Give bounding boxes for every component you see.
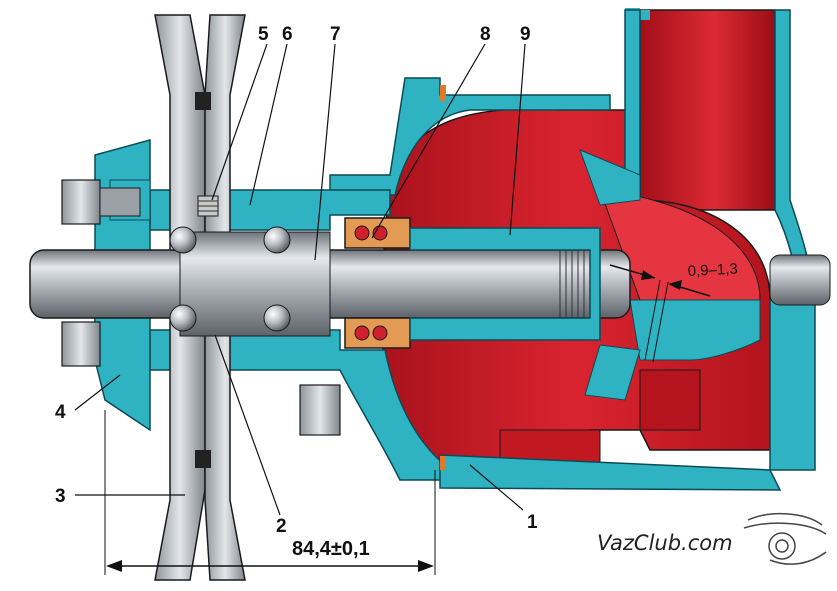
car-logo-icon <box>743 512 827 565</box>
set-screw <box>197 195 219 217</box>
rear-shaft-stub <box>769 254 831 306</box>
shaft <box>29 231 631 337</box>
callout-7: 7 <box>330 24 341 45</box>
gap-dimension: 0,9–1,3 <box>609 260 738 363</box>
front-bolt <box>61 179 141 367</box>
bearing-balls <box>169 226 291 332</box>
bearing-ball <box>263 226 291 254</box>
impeller-hub <box>409 227 601 341</box>
callout-8: 8 <box>480 24 491 45</box>
watermark-text: VazClub.com <box>597 531 733 555</box>
callout-3: 3 <box>55 486 66 507</box>
callout-6: 6 <box>282 24 293 45</box>
callout-9: 9 <box>520 24 531 45</box>
bearing-ball <box>169 304 197 332</box>
watermark: VazClub.com <box>597 512 827 565</box>
gap-dimension-label: 0,9–1,3 <box>687 260 738 280</box>
callout-4: 4 <box>55 402 66 423</box>
bearing-ball <box>263 304 291 332</box>
callout-labels: 5 6 7 8 9 4 3 2 1 <box>55 24 538 537</box>
overall-dimension: 84,4±0,1 <box>104 410 436 575</box>
housing-bolt <box>299 384 341 436</box>
callout-1: 1 <box>527 512 538 533</box>
oil-seal <box>344 217 411 349</box>
callout-2: 2 <box>276 516 287 537</box>
overall-dimension-label: 84,4±0,1 <box>292 538 370 560</box>
impeller-blades <box>579 149 641 401</box>
bearing-ball <box>169 226 197 254</box>
callout-5: 5 <box>258 24 269 45</box>
leader-lines <box>74 43 526 516</box>
shaft-thread <box>559 250 585 318</box>
